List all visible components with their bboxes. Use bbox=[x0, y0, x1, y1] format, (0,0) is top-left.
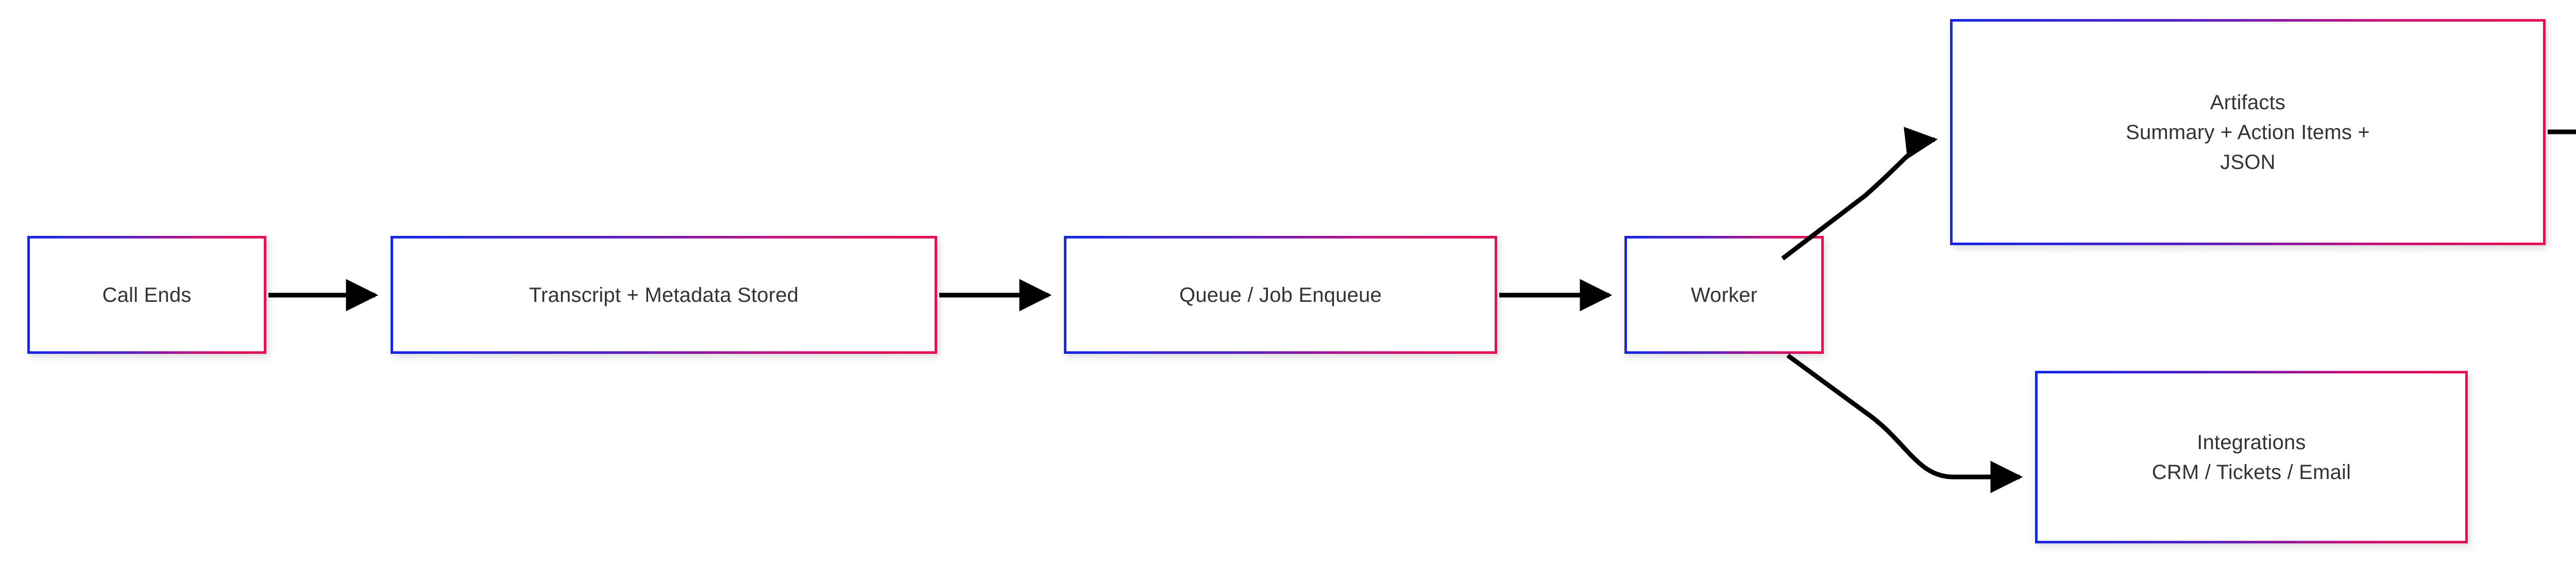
edge-worker-to-integrations bbox=[1786, 353, 2023, 493]
node-transcript-stored-fill bbox=[393, 238, 935, 351]
node-artifacts-label: Artifacts Summary + Action Items + JSON bbox=[2126, 91, 2370, 174]
node-artifacts-fill bbox=[1953, 22, 2543, 243]
node-worker-label: Worker bbox=[1690, 283, 1758, 306]
node-transcript-stored-label: Transcript + Metadata Stored bbox=[529, 283, 799, 306]
node-queue[interactable]: Queue / Job Enqueue bbox=[1064, 236, 1497, 354]
node-artifacts[interactable]: Artifacts Summary + Action Items + JSON bbox=[1950, 19, 2546, 245]
node-integrations[interactable]: Integrations CRM / Tickets / Email bbox=[2035, 371, 2468, 543]
node-worker[interactable]: Worker bbox=[1624, 236, 1824, 354]
node-call-ends-fill bbox=[30, 238, 264, 351]
node-queue-fill bbox=[1066, 238, 1495, 351]
node-queue-label: Queue / Job Enqueue bbox=[1179, 283, 1382, 306]
node-integrations-label: Integrations CRM / Tickets / Email bbox=[2151, 431, 2351, 484]
node-call-ends[interactable]: Call Ends bbox=[27, 236, 266, 354]
node-call-ends-label: Call Ends bbox=[102, 283, 192, 306]
node-integrations-fill bbox=[2038, 373, 2465, 541]
node-transcript-stored[interactable]: Transcript + Metadata Stored bbox=[391, 236, 937, 354]
